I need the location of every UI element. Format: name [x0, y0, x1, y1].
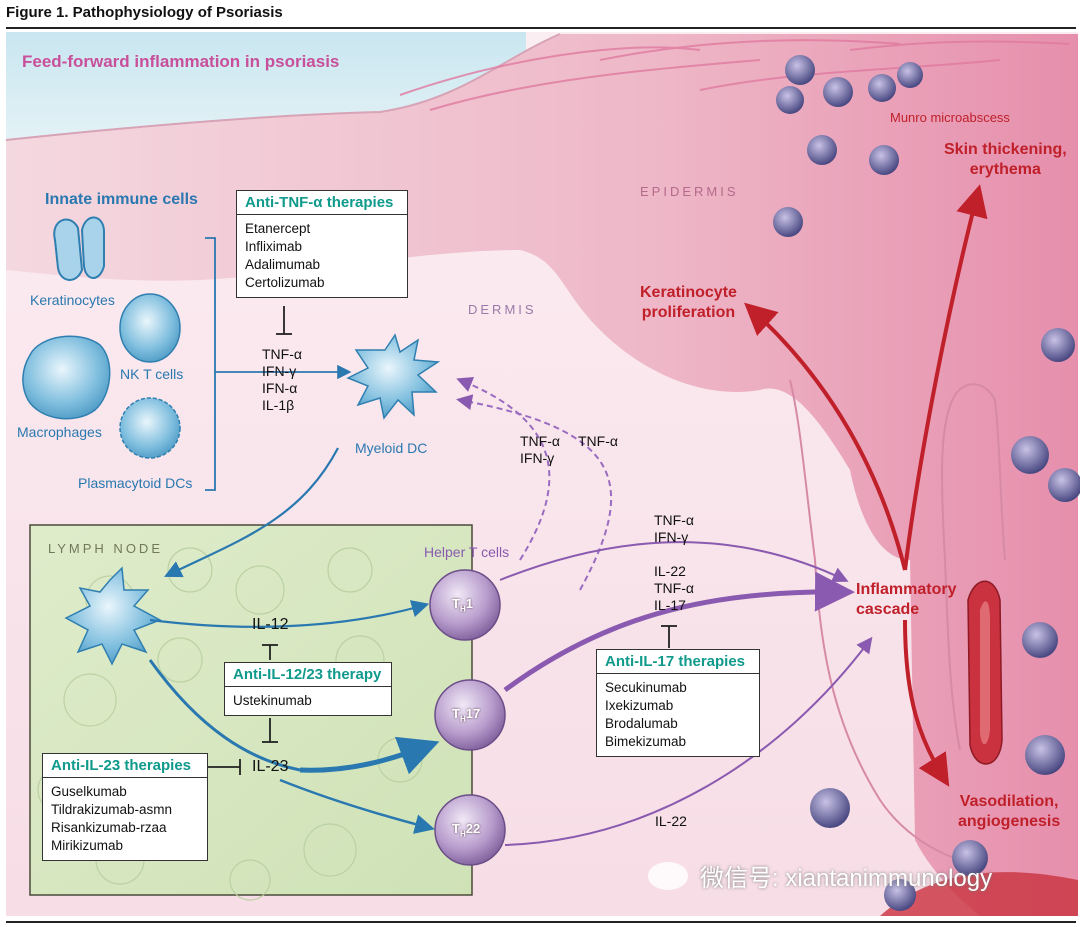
drug: Risankizumab-rzaa	[51, 820, 167, 835]
munro-label: Munro microabscess	[890, 110, 1010, 125]
nk-t-label: NK T cells	[120, 366, 184, 382]
feedback-cytokine-right: TNF-α	[578, 433, 618, 449]
anti-il23-title: Anti-IL-23 therapies	[43, 754, 207, 778]
cytokine: TNF-α	[654, 512, 694, 528]
wechat-icon	[648, 862, 688, 890]
cytokine: IFN-α	[262, 380, 298, 396]
myeloid-dc-cell	[346, 333, 441, 420]
vasodilation: Vasodilation, angiogenesis	[958, 793, 1061, 830]
anti-tnf-title: Anti-TNF-α therapies	[237, 191, 407, 215]
th17-label: TH17	[452, 706, 481, 724]
feedback-cytokines-left: TNF-α IFN-γ	[520, 433, 560, 467]
cytokine: IFN-γ	[654, 529, 689, 545]
innate-heading: Innate immune cells	[45, 191, 198, 208]
drug: Infliximab	[245, 239, 303, 254]
anti-il23-box: Anti-IL-23 therapies Guselkumab Tildraki…	[42, 753, 208, 861]
skin-thickening: Skin thickening, erythema	[944, 141, 1067, 178]
anti-tnf-box: Anti-TNF-α therapies Etanercept Inflixim…	[236, 190, 408, 298]
pdc-label: Plasmacytoid DCs	[78, 475, 193, 491]
top-rule	[6, 27, 1076, 29]
drug: Bimekizumab	[605, 734, 687, 749]
anti-il1223-box: Anti-IL-12/23 therapy Ustekinumab	[224, 662, 392, 716]
keratinocytes-label: Keratinocytes	[30, 292, 115, 308]
il23-label: IL-23	[252, 758, 289, 775]
anti-il17-title: Anti-IL-17 therapies	[597, 650, 759, 674]
epidermis-label: EPIDERMIS	[640, 184, 739, 199]
il12-label: IL-12	[252, 616, 289, 633]
cytokine: TNF-α	[520, 433, 560, 449]
drug: Mirikizumab	[51, 838, 124, 853]
macrophages-label: Macrophages	[17, 424, 102, 440]
inflammatory-cascade: Inflammatory cascade	[856, 581, 957, 618]
t-cells	[429, 569, 506, 866]
drug: Certolizumab	[245, 275, 325, 290]
cytokine: TNF-α	[654, 580, 694, 596]
innate-cells	[22, 216, 181, 459]
figure-title: Figure 1. Pathophysiology of Psoriasis	[6, 4, 283, 21]
lymph-dc-cell	[64, 566, 162, 666]
drug: Secukinumab	[605, 680, 687, 695]
helper-t-label: Helper T cells	[424, 544, 510, 560]
th22-output: IL-22	[655, 813, 687, 829]
drug: Ustekinumab	[233, 693, 312, 708]
cytokine: IFN-γ	[520, 450, 555, 466]
lymph-node-label: LYMPH NODE	[48, 541, 163, 556]
anti-il1223-title: Anti-IL-12/23 therapy	[225, 663, 391, 687]
drug: Tildrakizumab-asmn	[51, 802, 173, 817]
munro-neutrophils	[773, 55, 1080, 911]
myeloid-dc-label: Myeloid DC	[355, 440, 428, 456]
innate-cytokines: TNF-α IFN-γ IFN-α IL-1β	[262, 346, 302, 414]
keratinocyte-proliferation: Keratinocyte proliferation	[640, 284, 737, 321]
main-title: Feed-forward inflammation in psoriasis	[22, 52, 340, 71]
dermis-label: DERMIS	[468, 302, 537, 317]
anti-il17-box: Anti-IL-17 therapies Secukinumab Ixekizu…	[596, 649, 760, 757]
cytokine: IL-22	[654, 563, 686, 579]
drug: Adalimumab	[245, 257, 321, 272]
th1-output: TNF-α IFN-γ	[654, 512, 694, 546]
th17-output: IL-22 TNF-α IL-17	[654, 563, 694, 614]
th1-label: TH1	[452, 596, 473, 614]
drug: Guselkumab	[51, 784, 127, 799]
cytokine: IFN-γ	[262, 363, 297, 379]
cytokine: IL-1β	[262, 397, 295, 413]
drug: Ixekizumab	[605, 698, 674, 713]
cytokine: TNF-α	[262, 346, 302, 362]
drug: Brodalumab	[605, 716, 678, 731]
watermark: 微信号: xiantanimmunology	[700, 865, 993, 892]
cytokine: IL-17	[654, 597, 686, 613]
th22-label: TH22	[452, 821, 481, 839]
drug: Etanercept	[245, 221, 311, 236]
scale-flakes	[399, 39, 1071, 111]
bottom-rule	[6, 921, 1076, 923]
